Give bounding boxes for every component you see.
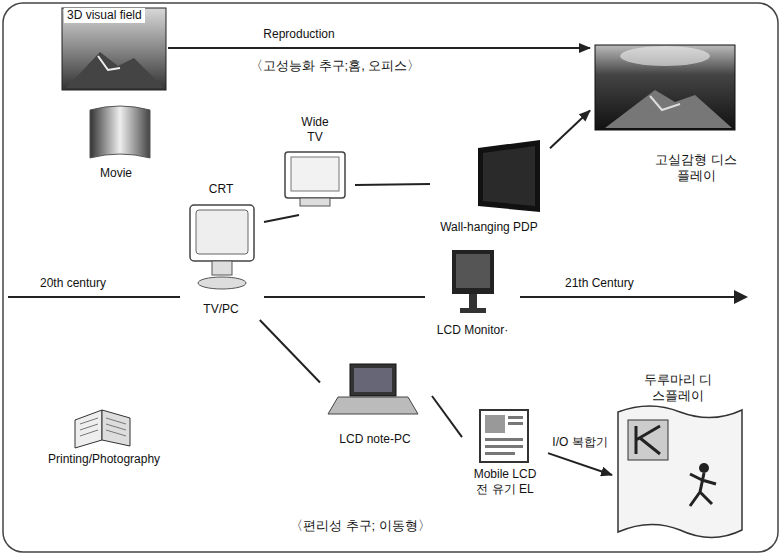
annotation-label: 〈고성능화 추구;홈, 오피스〉 — [250, 58, 420, 74]
connector-arrow — [548, 453, 612, 475]
mobile-lcd-icon — [480, 410, 528, 462]
wide-tv-icon-part — [285, 152, 345, 198]
node-label: LCD note-PC — [320, 432, 430, 447]
mobile-lcd-icon-part — [485, 438, 523, 441]
crt-monitor-icon-part — [190, 205, 254, 261]
timeline-axis — [8, 290, 748, 304]
pdp-panel-icon-part — [478, 140, 540, 212]
mobile-lcd-icon-part — [485, 452, 515, 455]
device-node: Mobile LCD 전 유기 EL — [462, 405, 548, 512]
node-label: CRT — [180, 182, 262, 197]
annotation-label: Movie — [100, 166, 132, 181]
movie-screen-icon-part — [90, 106, 150, 158]
node-label: TV/PC — [180, 302, 262, 317]
notebook-icon-part — [354, 368, 392, 392]
scroll-display-image-part — [628, 420, 668, 460]
annotation-label: 21th Century — [565, 276, 634, 291]
mobile-lcd-icon-part — [485, 415, 505, 433]
wide-tv-icon-part — [300, 198, 330, 206]
device-node: Wall-hanging PDP — [430, 138, 550, 240]
frame-part — [3, 3, 778, 552]
edge-label: I/O 복합기 — [550, 435, 609, 450]
realistic-display-image-part — [605, 90, 732, 128]
realistic-display-image-part — [650, 96, 680, 110]
scroll-display-image-part — [690, 473, 716, 506]
node-label: 고실감형 디스플레이 — [650, 152, 742, 185]
realistic-display-image — [595, 45, 735, 130]
node-label: Mobile LCD 전 유기 EL — [467, 467, 543, 497]
node-label: 두루마리 디스플레이 — [638, 372, 718, 405]
realistic-display-image-part — [620, 46, 710, 66]
node-label: LCD Monitor· — [425, 323, 520, 338]
scroll-display-image — [618, 406, 742, 538]
device-node: 고실감형 디스플레이 — [590, 40, 745, 200]
mobile-lcd-icon-part — [508, 416, 523, 419]
notebook-icon-part — [350, 364, 396, 396]
connector-line — [264, 215, 299, 222]
wide-tv-icon-part — [291, 157, 339, 191]
scroll-display-image-part — [699, 463, 709, 473]
lcd-monitor-icon-part — [469, 294, 477, 308]
lcd-monitor-icon-part — [460, 308, 486, 313]
lcd-monitor-icon — [452, 250, 494, 313]
connector-line — [355, 184, 430, 185]
mobile-lcd-icon-part — [480, 410, 528, 462]
book-icon — [75, 410, 130, 448]
movie-screen-icon — [90, 106, 150, 158]
notebook-icon-part — [328, 397, 418, 414]
connector-line — [432, 396, 462, 437]
3d-scene-image-part — [98, 56, 120, 70]
timeline-axis-part — [8, 296, 180, 298]
wide-tv-icon — [285, 152, 345, 206]
device-node: LCD note-PC — [320, 360, 432, 450]
pdp-panel-icon-part — [483, 146, 535, 206]
device-node: CRT TV/PC — [180, 180, 264, 320]
book-icon-part — [75, 410, 102, 448]
realistic-display-image-part — [595, 45, 735, 130]
annotation-label: 〈편리성 추구; 이동형〉 — [290, 518, 431, 534]
scroll-display-image-part — [618, 406, 742, 538]
lcd-monitor-icon-part — [452, 250, 494, 294]
device-node: Wide TV — [275, 115, 355, 215]
connector-arrow — [550, 110, 590, 148]
mobile-lcd-icon-part — [485, 445, 523, 448]
annotation-label: 20th century — [40, 276, 106, 291]
connector-line — [260, 320, 320, 383]
crt-monitor-icon — [190, 205, 254, 289]
node-label: 3D visual field — [64, 8, 145, 23]
book-icon-part — [80, 418, 126, 436]
connector-arrow — [168, 47, 590, 49]
mobile-lcd-icon-part — [508, 422, 523, 425]
node-label: Wall-hanging PDP — [430, 220, 548, 235]
book-icon-part — [102, 410, 130, 446]
scroll-display-image-part — [636, 426, 660, 454]
device-node: 3D visual field — [60, 5, 168, 92]
device-node: 두루마리 디스플레이 — [612, 370, 745, 545]
crt-monitor-icon-part — [212, 261, 232, 275]
crt-monitor-icon-part — [198, 277, 246, 289]
3d-scene-image — [62, 8, 166, 90]
crt-monitor-icon-part — [196, 210, 248, 254]
timeline-axis-part — [734, 290, 748, 304]
node-label: Wide TV — [293, 115, 337, 145]
annotation-label: Printing/Photography — [48, 452, 160, 467]
notebook-icon — [328, 364, 418, 414]
connector-line — [264, 296, 425, 298]
3d-scene-image-part — [62, 8, 166, 90]
timeline-axis-part — [520, 296, 738, 298]
pdp-panel-icon — [478, 140, 540, 212]
device-node: LCD Monitor· — [425, 245, 522, 340]
frame — [3, 3, 778, 552]
3d-scene-image-part — [66, 52, 164, 88]
edge-label: Reproduction — [261, 26, 336, 41]
lcd-monitor-icon-part — [456, 254, 490, 288]
